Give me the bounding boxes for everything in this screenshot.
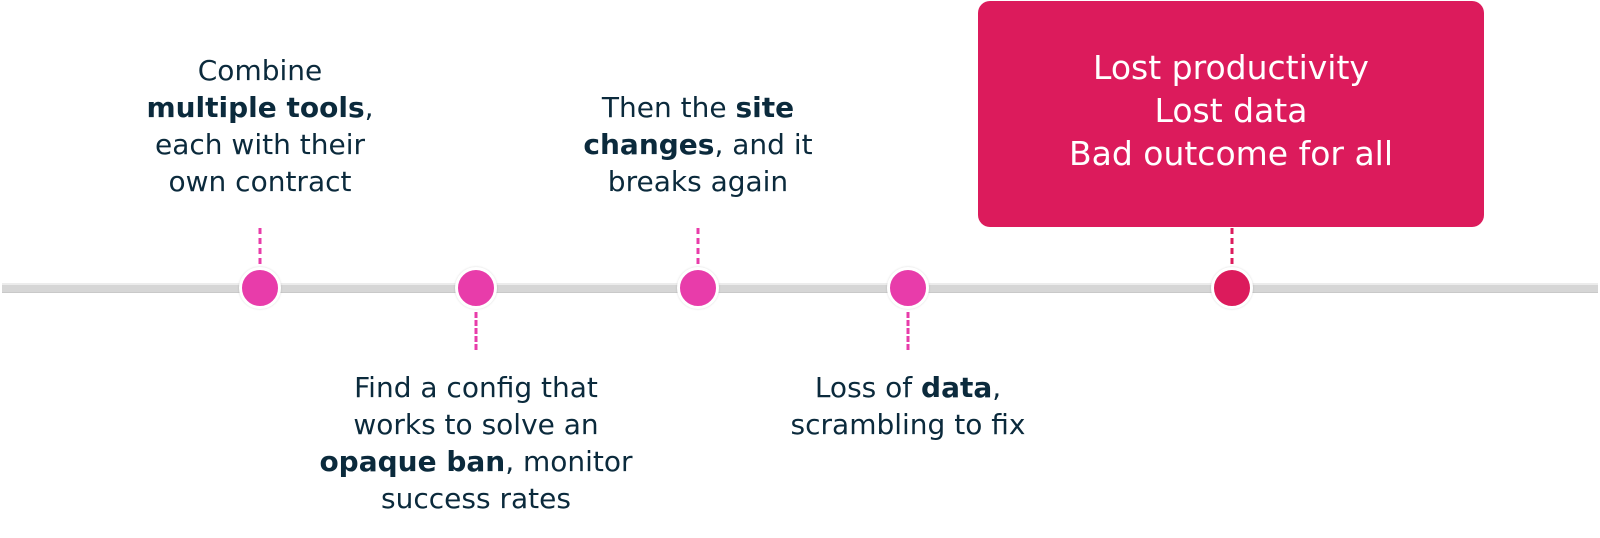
emphasis-text: changes xyxy=(583,128,715,161)
step-1-node xyxy=(239,267,281,309)
emphasis-text: site xyxy=(735,91,795,124)
step-1-connector xyxy=(258,228,262,264)
label-text: breaks again xyxy=(607,165,789,198)
outcome-line-2: Lost data xyxy=(1154,91,1308,130)
step-4-label: Loss of data, scrambling to fix xyxy=(791,369,1026,443)
label-text: success rates xyxy=(381,482,571,515)
step-4-connector xyxy=(906,312,910,350)
outcome-box: Lost productivity Lost data Bad outcome … xyxy=(978,1,1484,227)
step-3-connector xyxy=(696,228,700,264)
outcome-connector xyxy=(1230,228,1234,264)
label-text: each with their xyxy=(155,128,365,161)
label-text: scrambling to fix xyxy=(790,408,1026,441)
emphasis-text: opaque ban xyxy=(319,445,506,478)
step-4-node xyxy=(887,267,929,309)
outcome-node xyxy=(1211,267,1253,309)
step-3-label: Then the site changes, and it breaks again xyxy=(583,89,812,200)
label-text: own contract xyxy=(168,165,352,198)
label-text: , xyxy=(992,371,1002,404)
step-2-node xyxy=(455,267,497,309)
emphasis-text: multiple tools xyxy=(146,91,365,124)
emphasis-text: data xyxy=(921,371,993,404)
outcome-line-3: Bad outcome for all xyxy=(1068,134,1394,173)
label-text: Combine xyxy=(197,54,323,87)
label-text: Loss of xyxy=(814,371,922,404)
outcome-line-1: Lost productivity xyxy=(1093,48,1369,87)
label-text: , monitor xyxy=(505,445,633,478)
timeline-track xyxy=(2,283,1598,293)
step-3-node xyxy=(677,267,719,309)
label-text: , xyxy=(364,91,374,124)
step-1-label: Combine multiple tools, each with their own… xyxy=(146,52,373,200)
label-text: Find a config that xyxy=(354,371,598,404)
step-2-connector xyxy=(474,312,478,350)
label-text: works to solve an xyxy=(353,408,599,441)
label-text: , and it xyxy=(714,128,813,161)
step-2-label: Find a config that works to solve an opaqu… xyxy=(319,369,632,517)
label-text: Then the xyxy=(601,91,736,124)
